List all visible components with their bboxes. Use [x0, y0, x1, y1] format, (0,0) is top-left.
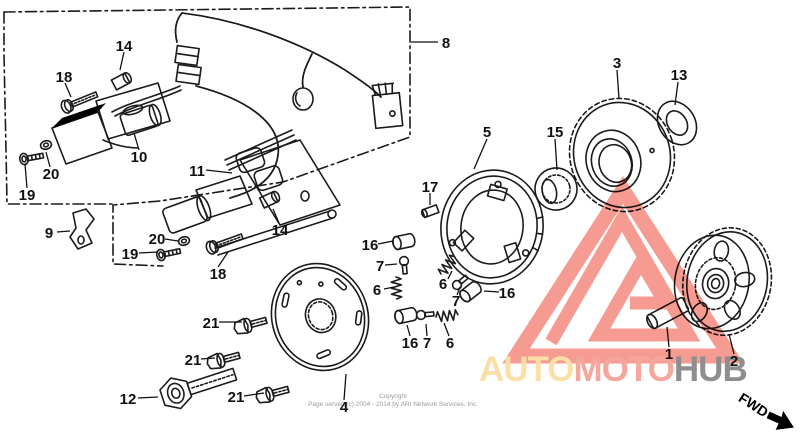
cdi-unit	[51, 111, 113, 165]
callout-16a[interactable]: 16	[362, 237, 379, 254]
copyright-line1: Copyright	[379, 393, 407, 400]
callout-10[interactable]: 10	[131, 149, 148, 166]
callout-7a[interactable]: 7	[376, 258, 384, 275]
stator-coil-assembly	[51, 82, 171, 250]
callout-5[interactable]: 5	[483, 124, 491, 141]
pulse-rotor-disc	[270, 262, 370, 372]
copyright-footer: Copyright Page served (c) 2004 - 2014 by…	[288, 393, 498, 409]
callout-1[interactable]: 1	[665, 346, 673, 363]
callout-15[interactable]: 15	[547, 124, 564, 141]
wire-harness	[111, 12, 404, 199]
callout-21a[interactable]: 21	[203, 315, 220, 332]
callout-9[interactable]: 9	[45, 225, 53, 242]
brand-moto: MOTO	[573, 350, 675, 389]
logo-triangle-spiral	[545, 206, 701, 346]
rubber-grommet	[292, 87, 314, 111]
needle-bearing	[534, 167, 578, 211]
callout-21c[interactable]: 21	[228, 389, 245, 406]
callout-20[interactable]: 20	[43, 166, 60, 183]
brand-hub: HUB	[673, 350, 748, 389]
exciter-coil	[162, 194, 212, 234]
callout-13[interactable]: 13	[671, 67, 688, 84]
callout-4[interactable]: 4	[340, 399, 349, 416]
leader-lines	[24, 41, 735, 401]
callout-3[interactable]: 3	[613, 55, 621, 72]
fwd-direction-mark: FWD	[736, 389, 794, 430]
fwd-arrow-icon	[766, 410, 794, 430]
callout-19[interactable]: 19	[19, 187, 36, 204]
callout-14[interactable]: 14	[116, 38, 133, 55]
fwd-label: FWD	[736, 389, 771, 420]
callout-21b[interactable]: 21	[185, 352, 202, 369]
flange-bolt	[159, 367, 238, 410]
condenser	[119, 103, 162, 137]
callout-6c[interactable]: 6	[446, 335, 454, 352]
phantom-outline	[3, 6, 411, 267]
callout-17[interactable]: 17	[422, 179, 439, 196]
callout-6a[interactable]: 6	[373, 282, 381, 299]
callout-16b[interactable]: 16	[499, 285, 516, 302]
callout-11[interactable]: 11	[189, 163, 205, 180]
callout-12[interactable]: 12	[120, 391, 137, 408]
callout-6b[interactable]: 6	[439, 276, 447, 293]
callout-20b[interactable]: 20	[149, 231, 166, 248]
callout-16c[interactable]: 16	[402, 335, 419, 352]
callout-14b[interactable]: 14	[272, 222, 289, 239]
harness-connector	[371, 82, 404, 130]
callout-7c[interactable]: 7	[423, 335, 431, 352]
thrust-washer	[656, 100, 698, 146]
stay-bracket	[69, 208, 95, 250]
callout-19b[interactable]: 19	[122, 246, 139, 263]
dowel-pin	[420, 204, 440, 219]
copyright-line2: Page served (c) 2004 - 2014 by ARI Netwo…	[308, 401, 478, 409]
callout-8[interactable]: 8	[442, 35, 450, 52]
brand-auto: AUTO	[479, 350, 575, 389]
brand-wordmark: AUTOMOTOHUB	[479, 350, 748, 389]
clutch-outer-plate	[440, 169, 544, 285]
callout-18[interactable]: 18	[56, 69, 73, 86]
callout-7b[interactable]: 7	[452, 293, 460, 310]
callout-2[interactable]: 2	[730, 353, 738, 370]
logo-triangle-outline	[502, 176, 744, 364]
callout-18b[interactable]: 18	[210, 266, 227, 283]
